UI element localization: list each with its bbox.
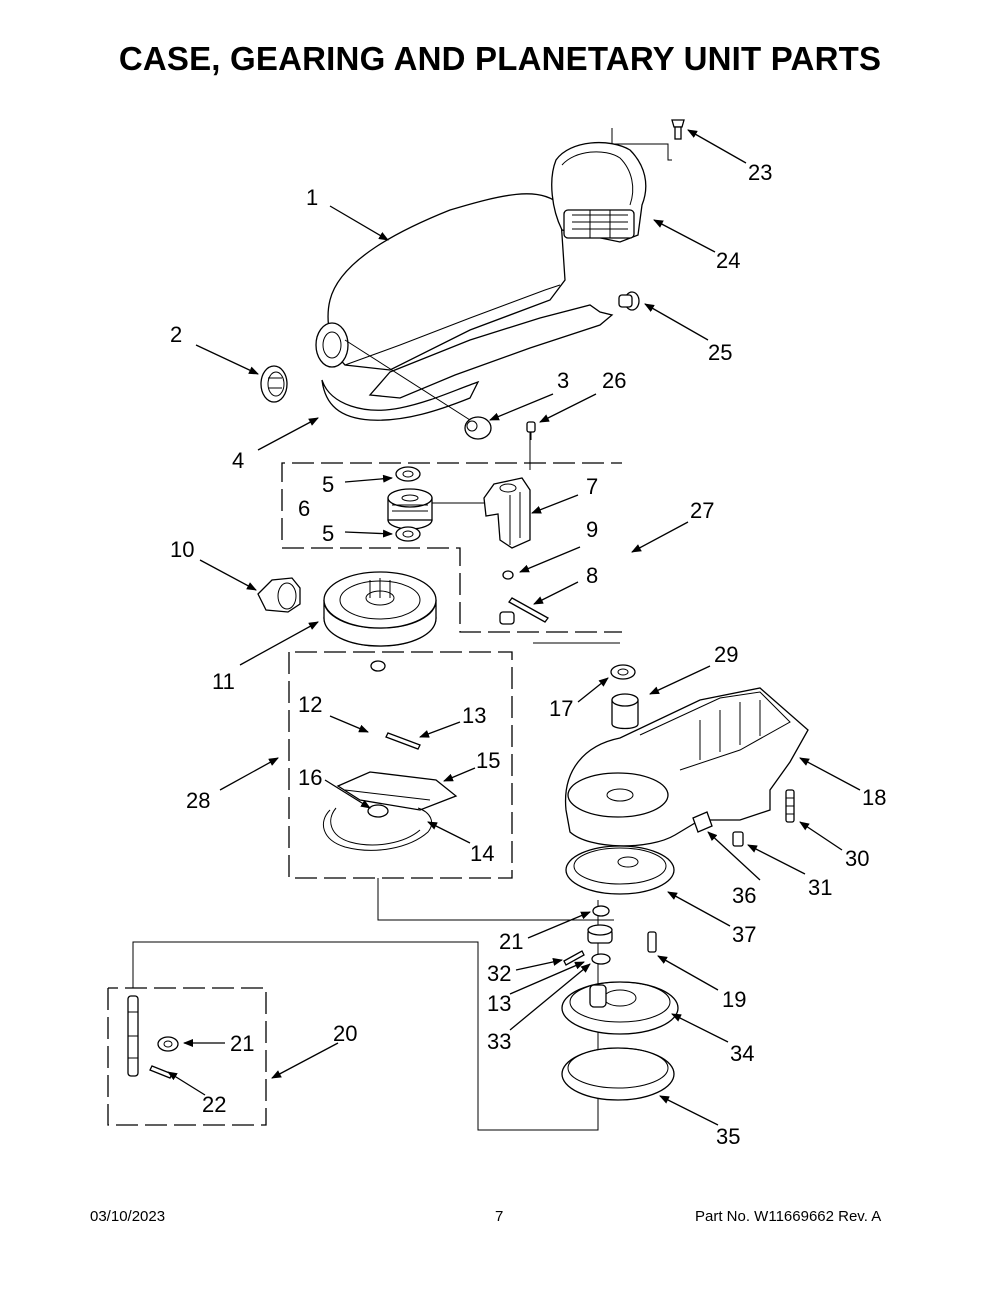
pin-8: [499, 597, 549, 625]
washer-21-left: [157, 1036, 179, 1052]
callout-13a: 13: [462, 703, 486, 728]
callout-5b: 5: [322, 521, 334, 546]
callout-7: 7: [586, 474, 598, 499]
attachment-hub-10: [257, 577, 301, 613]
plate-15: [336, 771, 458, 811]
pin-19: [647, 931, 657, 953]
planetary-34: [561, 981, 679, 1035]
speed-knob: [464, 416, 492, 440]
callout-25: 25: [708, 340, 732, 365]
callout-5a: 5: [322, 472, 334, 497]
callout-26: 26: [602, 368, 626, 393]
callout-17: 17: [549, 696, 573, 721]
callout-24: 24: [716, 248, 740, 273]
callout-32: 32: [487, 961, 511, 986]
washer-33: [591, 953, 611, 965]
callout-11: 11: [212, 669, 235, 694]
gear-6: [387, 488, 433, 530]
page-title: CASE, GEARING AND PLANETARY UNIT PARTS: [118, 40, 882, 77]
gear-11: [323, 571, 437, 647]
callout-29: 29: [714, 642, 738, 667]
ring-35: [561, 1047, 675, 1101]
callout-13b: 13: [487, 991, 511, 1016]
callout-23: 23: [748, 160, 772, 185]
callout-33: 33: [487, 1029, 511, 1054]
callout-9: 9: [586, 517, 598, 542]
pin-13-lower: [563, 950, 585, 966]
leader-arrows: [167, 129, 861, 1126]
gear-case-18: [564, 687, 809, 847]
screw-23: [671, 119, 685, 140]
washer-5-bottom: [395, 526, 421, 542]
callout-labels: 1 2 3 4 5 6 5 7 8 9 10 11 12 13 14 15 16…: [170, 160, 886, 1149]
callout-16: 16: [298, 765, 322, 790]
screw-30: [785, 789, 795, 823]
pin-13-upper: [385, 732, 421, 750]
callout-36: 36: [732, 883, 756, 908]
callout-34: 34: [730, 1041, 754, 1066]
screw-26: [526, 421, 536, 440]
washer-28-top: [370, 660, 386, 672]
callout-18: 18: [862, 785, 886, 810]
callout-6: 6: [298, 496, 310, 521]
callout-30: 30: [845, 846, 869, 871]
clip-36: [692, 811, 713, 833]
callout-35: 35: [716, 1124, 740, 1149]
washer-21-right: [592, 905, 610, 917]
group-20-box: [107, 987, 267, 1126]
callout-20: 20: [333, 1021, 357, 1046]
footer-page-number: 7: [495, 1208, 504, 1225]
callout-19: 19: [722, 987, 746, 1012]
trim-cap: [260, 365, 288, 403]
shaft-20: [127, 995, 139, 1077]
plug-25: [618, 291, 640, 311]
callout-37: 37: [732, 922, 756, 947]
motor-housing: [315, 193, 614, 421]
callout-22: 22: [202, 1092, 226, 1117]
callout-10: 10: [170, 537, 194, 562]
gasket-14: [322, 807, 433, 851]
callout-3: 3: [557, 368, 569, 393]
footer-part-number: Part No. W11669662 Rev. A: [695, 1208, 882, 1225]
callout-28: 28: [186, 788, 210, 813]
gasket-37: [565, 845, 675, 895]
washer-5-top: [395, 466, 421, 482]
bearing-29: [611, 693, 639, 730]
nut-31: [732, 831, 744, 847]
callout-8: 8: [586, 563, 598, 588]
callout-1: 1: [306, 185, 318, 210]
callout-2: 2: [170, 322, 182, 347]
group-28-box: [288, 651, 513, 879]
callout-27: 27: [690, 498, 714, 523]
callout-21a: 21: [499, 929, 523, 954]
group-27-box: [281, 462, 622, 633]
callout-4: 4: [232, 448, 244, 473]
footer-date: 03/10/2023: [90, 1208, 166, 1225]
ring-16: [367, 804, 389, 818]
ball-9: [502, 570, 514, 580]
gear-32: [587, 924, 613, 944]
cover-24: [551, 141, 647, 243]
callout-31: 31: [808, 875, 832, 900]
callout-21b: 21: [230, 1031, 254, 1056]
callout-15: 15: [476, 748, 500, 773]
callout-12: 12: [298, 692, 322, 717]
callout-14: 14: [470, 841, 494, 866]
worm-housing-7: [483, 477, 531, 549]
bushing-17: [610, 664, 636, 680]
